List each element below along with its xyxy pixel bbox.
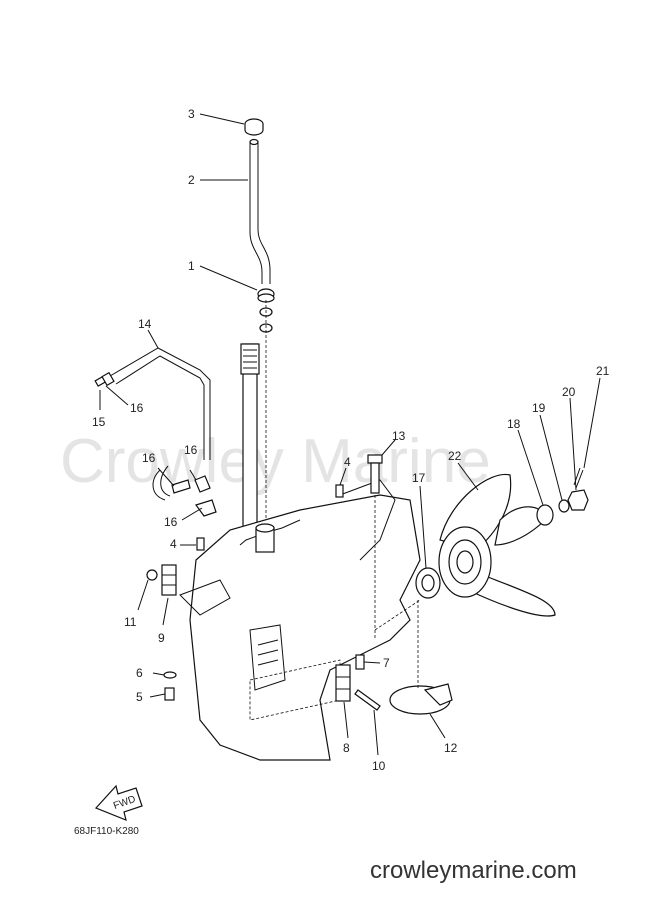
callout-16d: 16 — [164, 515, 178, 529]
callouts: 3 2 1 14 16 15 16 16 16 4 4 13 11 9 6 5 … — [92, 107, 610, 773]
drive-shaft — [240, 343, 260, 535]
water-tube-part-2[interactable] — [249, 142, 271, 284]
water-tube-assembly — [244, 118, 275, 520]
thrust-washer-hole — [421, 574, 435, 592]
grommet-body-3 — [244, 124, 264, 136]
propeller-blade-lower — [467, 569, 556, 617]
pin-part-4-lower[interactable] — [196, 537, 205, 551]
diagram-code: 68JF110-K280 — [74, 826, 139, 837]
callout-18: 18 — [507, 417, 521, 431]
fwd-arrow: FWD — [94, 784, 143, 821]
callout-7: 7 — [383, 656, 390, 670]
hose-loop — [152, 465, 171, 501]
callout-5: 5 — [136, 690, 143, 704]
casing-flange — [179, 579, 231, 616]
spacer-part-18[interactable] — [536, 504, 554, 526]
watermark: Crowley Marine — [60, 427, 491, 496]
drive-shaft-spline — [240, 343, 260, 375]
clip-part-16-mid[interactable] — [194, 475, 211, 493]
prop-axis-line — [374, 599, 421, 631]
anode-tab-12 — [423, 683, 453, 706]
washer-part-19[interactable] — [558, 499, 570, 513]
callout-9: 9 — [158, 631, 165, 645]
trim-tab-part-8[interactable] — [335, 664, 351, 702]
callout-11: 11 — [124, 615, 137, 629]
callout-2: 2 — [188, 173, 195, 187]
lower-casing — [179, 479, 421, 761]
fitting-part-16[interactable] — [171, 479, 191, 494]
lower-casing-body[interactable] — [189, 494, 421, 761]
propeller-bore — [456, 550, 474, 574]
casing-boss-top — [255, 523, 275, 533]
callout-15: 15 — [92, 415, 106, 429]
propeller-assembly — [415, 467, 589, 617]
callout-12: 12 — [444, 741, 458, 755]
bolt-head-13 — [367, 454, 383, 464]
callout-1: 1 — [188, 259, 195, 273]
hose-part-14[interactable] — [109, 347, 211, 460]
callout-16b: 16 — [184, 443, 198, 457]
callout-17: 17 — [412, 471, 426, 485]
casing-window — [249, 624, 286, 691]
callout-4-lower: 4 — [170, 537, 177, 551]
hose-assembly — [94, 347, 217, 517]
washer-part-6[interactable] — [163, 671, 177, 679]
callout-3: 3 — [188, 107, 195, 121]
callout-20: 20 — [562, 385, 576, 399]
site-url: crowleymarine.com — [370, 857, 577, 884]
fwd-arrow-icon — [94, 784, 143, 821]
clip-part-16-upper[interactable] — [101, 371, 115, 387]
water-tube-end — [249, 138, 259, 146]
anti-cavitation-plate — [339, 479, 396, 561]
callout-22: 22 — [448, 449, 462, 463]
callout-10: 10 — [372, 759, 386, 773]
clip-part-16-lower[interactable] — [195, 499, 217, 517]
callout-19: 19 — [532, 401, 546, 415]
callout-6: 6 — [136, 666, 143, 680]
callout-13: 13 — [392, 429, 406, 443]
pin-part-4-upper[interactable] — [335, 484, 344, 498]
callout-8: 8 — [343, 741, 350, 755]
small-parts — [146, 454, 453, 715]
bolt-part-10[interactable] — [354, 689, 381, 711]
callout-16a: 16 — [130, 401, 144, 415]
callout-4-upper: 4 — [344, 455, 351, 469]
callout-16c: 16 — [142, 451, 156, 465]
nut-part-11[interactable] — [146, 569, 158, 581]
bolt-part-5[interactable] — [164, 687, 175, 701]
callout-21: 21 — [596, 364, 610, 378]
anode-part-9[interactable] — [161, 564, 177, 596]
bolt-part-7[interactable] — [355, 654, 365, 670]
bolt-part-13[interactable] — [370, 462, 380, 494]
prop-nut-part-20[interactable] — [567, 489, 589, 511]
leader-lines — [99, 113, 601, 756]
callout-14: 14 — [138, 317, 152, 331]
